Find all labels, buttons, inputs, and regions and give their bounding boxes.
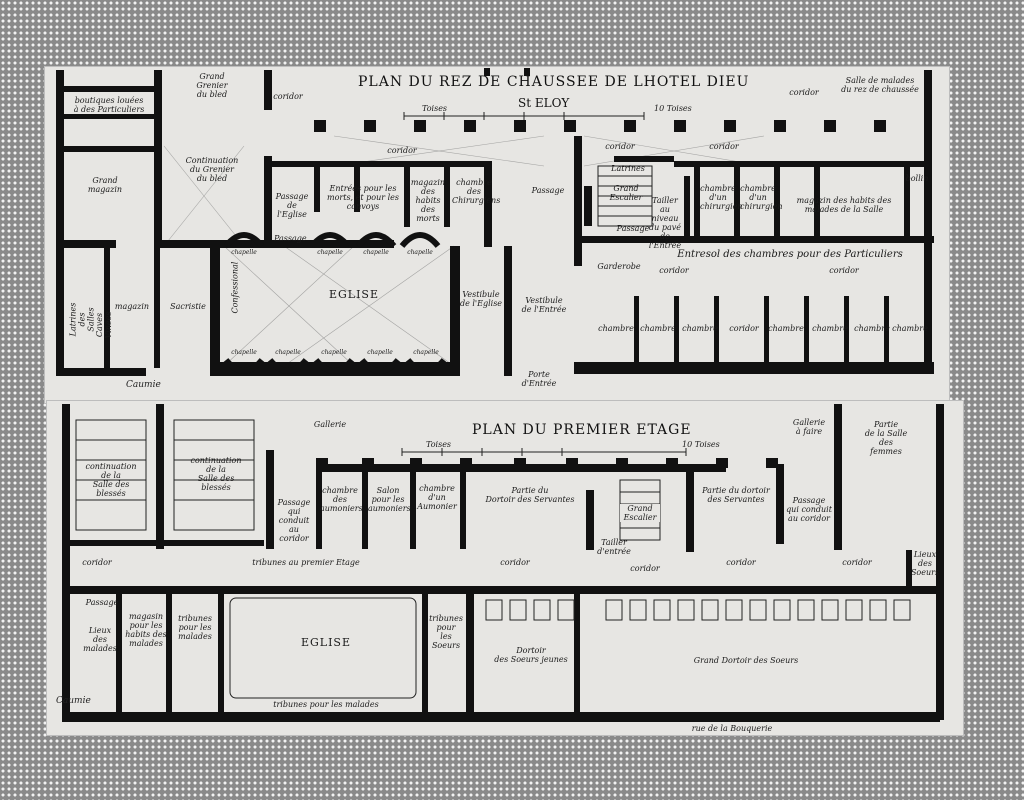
scale-label-start-first-floor: Toises <box>426 440 452 449</box>
room-coridor-top: coridor <box>273 92 303 101</box>
scale-label-start: Toises <box>422 104 448 113</box>
scale-label-end: 10 Toises <box>654 104 692 113</box>
room-chambre-row-7: chambre <box>854 324 890 333</box>
room-passage-coridor: Passage qui conduit au coridor <box>277 498 311 543</box>
room-chambre-row-4: coridor <box>729 324 759 333</box>
room-eglise-first-floor: EGLISE <box>300 636 352 649</box>
room-coridor-right2: coridor <box>709 142 739 151</box>
room-tribunes-malades: tribunes pour les malades <box>178 614 212 641</box>
room-entresol: Entresol des chambres pour des Particuli… <box>677 249 903 260</box>
room-coridor-right1: coridor <box>605 142 635 151</box>
room-magazin-habits: magazin des habits des morts <box>410 178 446 223</box>
room-coridor-2: coridor <box>500 558 530 567</box>
room-chambre-row-5: chambre <box>768 324 804 333</box>
scale-label-end-first-floor: 10 Toises <box>682 440 720 449</box>
plan-title-first-floor: PLAN DU PREMIER ETAGE <box>472 422 692 438</box>
room-vestibule-eglise: Vestibule de l'Eglise <box>459 290 503 308</box>
room-chapelle-top-1: chapelle <box>231 249 257 256</box>
room-chambre-chirurgien-b: chambre d'un chirurgien <box>740 184 783 211</box>
room-passage: Passage <box>531 186 565 195</box>
room-passage-stair: Passage <box>616 224 650 233</box>
room-grand-grenier: Grand Grenier du bled <box>196 72 228 99</box>
room-gallerie-a-faire: Gallerie à faire <box>792 418 826 436</box>
room-magasin-habits: magasin pour les habits des malades <box>125 612 167 648</box>
street-rue-bouquerie: rue de la Bouquerie <box>691 724 773 733</box>
room-continuation-grenier: Continuation du Grenier du bled <box>185 156 239 183</box>
room-bollin: bollin <box>905 174 929 183</box>
room-entrees-morts: Entrées pour les morts, et pour les conv… <box>327 184 399 211</box>
room-continuation-salle-blesses-a: continuation de la Salle des blessés <box>85 462 137 498</box>
room-eglise: EGLISE <box>328 288 380 301</box>
room-chambre-aumoniers: chambre des aumoniers <box>320 486 363 513</box>
room-chapelle-bottom-3: chapelle <box>321 349 347 356</box>
room-chapelle-top-4: chapelle <box>407 249 433 256</box>
room-chapelle-bottom-5: chapelle <box>413 349 439 356</box>
room-chapelle-top-2: chapelle <box>317 249 343 256</box>
room-tailler-entree: Tailler d'entrée <box>597 538 631 556</box>
room-coridor-entresol-1: coridor <box>659 266 689 275</box>
room-tribunes-bottom: tribunes pour les malades <box>273 700 379 709</box>
room-continuation-salle-blesses-b: continuation de la Salle des blessés <box>190 456 242 492</box>
room-sacristie: Sacristie <box>170 302 206 311</box>
room-coridor-5: coridor <box>842 558 872 567</box>
room-grand-escalier-first-floor: Grand Escalier <box>620 504 660 522</box>
room-chapelle-bottom-4: chapelle <box>367 349 393 356</box>
room-magazin: magazin <box>114 302 150 311</box>
room-partie-dortoir-servantes: Partie du Dortoir des Servantes <box>485 486 575 504</box>
room-coridor-entresol-2: coridor <box>829 266 859 275</box>
room-partie-dortoir-servantes-2: Partie du dortoir des Servantes <box>702 486 770 504</box>
room-porte-entree: Porte d'Entrée <box>521 370 557 388</box>
room-passage-eglise: Passage de l'Eglise <box>275 192 309 219</box>
room-coridor-1: coridor <box>82 558 112 567</box>
plan-title: PLAN DU REZ DE CHAUSSEE DE LHOTEL DIEU <box>358 74 750 90</box>
room-grand-escalier: Grand Escalier <box>609 184 643 202</box>
room-chambre-row-1: chambre <box>598 324 634 333</box>
room-partie-salle-femmes: Partie de la Salle des femmes <box>864 420 908 456</box>
room-chapelle-bottom-2: chapelle <box>275 349 301 356</box>
ground-floor-plan-sheet: PLAN DU REZ DE CHAUSSEE DE LHOTEL DIEU S… <box>44 66 950 404</box>
room-magazin-habits-malades: magazin des habits des malades de la Sal… <box>796 196 892 214</box>
room-coridor-3: coridor <box>630 564 660 573</box>
room-lieux-soeurs: Lieux des Soeurs <box>910 550 940 577</box>
room-vestibule-entree: Vestibule de l'Entrée <box>521 296 567 314</box>
room-latrines-salles: Latrines des Salles <box>68 302 96 337</box>
room-chambre-chirurgien-a: chambre d'un chirurgien <box>700 184 743 211</box>
room-salle-malades: Salle de malades du rez de chaussée <box>841 76 919 94</box>
room-passage-conduit: Passage qui conduit au coridor <box>786 496 832 523</box>
room-tribunes-premier-etage: tribunes au premier Etage <box>252 558 360 567</box>
room-chambre-chirurgiens: chambre des Chirurgiens <box>452 178 501 205</box>
room-passage-small: Passage <box>274 234 307 243</box>
room-passage-left: Passage <box>85 598 119 607</box>
room-coridor-far: coridor <box>789 88 819 97</box>
room-latrines-top: Latrines <box>611 164 645 173</box>
room-chambre-aumonier: chambre d'un Aumonier <box>417 484 457 511</box>
plan-subtitle: St ELOY <box>518 96 570 110</box>
room-lieux-malades: Lieux des malades <box>83 626 117 653</box>
room-chambre-row-8: chambre <box>892 324 928 333</box>
room-boutiques: boutiques louées à des Particuliers <box>73 96 145 114</box>
room-confessional: Confessional <box>230 261 240 314</box>
room-gallerie: Gallerie <box>313 420 347 429</box>
room-garderobe: Garderobe <box>597 262 641 271</box>
room-grand-magazin: Grand magazin <box>87 176 123 194</box>
ground-floor-plan-drawing <box>56 68 934 376</box>
room-chapelle-bottom-1: chapelle <box>231 349 257 356</box>
room-chambre-row-2: chambre <box>640 324 676 333</box>
room-dortoir-jeunes: Dortoir des Soeurs jeunes <box>494 646 568 664</box>
room-salon-aumoniers: Salon pour les aumoniers <box>368 486 411 513</box>
room-grand-dortoir: Grand Dortoir des Soeurs <box>693 656 799 665</box>
room-chambre-row-3: chambre <box>682 324 718 333</box>
room-chambre-row-6: chambre <box>812 324 848 333</box>
room-coridor-mid: coridor <box>387 146 417 155</box>
architect-signature-first-floor: Caumie <box>56 696 91 706</box>
first-floor-plan-drawing <box>62 404 944 722</box>
first-floor-plan-sheet: PLAN DU PREMIER ETAGE Toises 10 Toises C… <box>46 400 964 736</box>
room-tailler: Tailler au niveau du pavé de l'Entrée <box>648 196 682 250</box>
room-coridor-4: coridor <box>726 558 756 567</box>
room-caves: Caves Vinées <box>95 311 113 339</box>
architect-signature: Caumie <box>126 380 161 390</box>
room-tribunes-soeurs: tribunes pour les Soeurs <box>429 614 463 650</box>
room-chapelle-top-3: chapelle <box>363 249 389 256</box>
